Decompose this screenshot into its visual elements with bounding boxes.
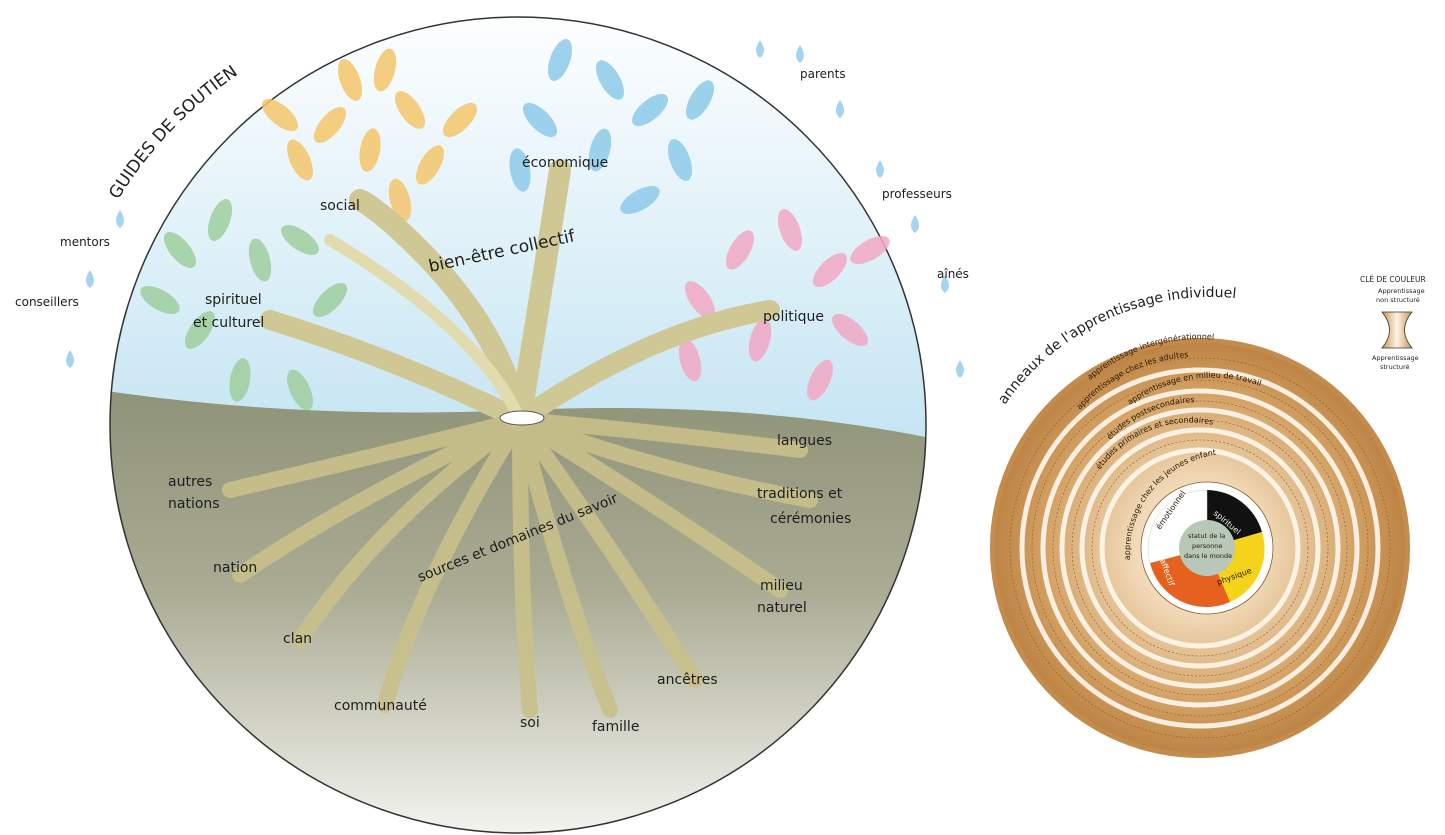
label-clan: clan bbox=[283, 631, 312, 647]
label-langues: langues bbox=[777, 433, 832, 449]
ring-bands bbox=[1019, 367, 1381, 729]
label-spirituel: spirituel bbox=[205, 292, 262, 308]
label-social: social bbox=[320, 198, 360, 214]
leaves-pink bbox=[678, 209, 890, 401]
label-nation: nation bbox=[213, 560, 257, 576]
label-economique: économique bbox=[522, 155, 608, 171]
center-label-2: personne bbox=[1192, 542, 1222, 550]
center-label-3: dans le monde bbox=[1184, 552, 1232, 560]
key-top-line-1: Apprentissage bbox=[1378, 287, 1425, 295]
key-bottom-line-1: Apprentissage bbox=[1372, 354, 1419, 362]
center-label-1: statut de la bbox=[1188, 532, 1225, 540]
raindrops bbox=[66, 40, 964, 378]
tree-roots bbox=[222, 412, 818, 718]
label-politique: politique bbox=[763, 309, 824, 325]
label-communaute: communauté bbox=[334, 698, 427, 714]
tree-diagram: GUIDES DE SOUTIEN parents professeurs aî… bbox=[15, 16, 969, 834]
key-bottom-line-2: structuré bbox=[1380, 363, 1410, 371]
leaves-blue bbox=[509, 39, 714, 214]
label-aines: aînés bbox=[937, 267, 969, 281]
label-professeurs: professeurs bbox=[882, 187, 952, 201]
label-et-culturel: et culturel bbox=[193, 315, 264, 331]
leaves-green bbox=[140, 199, 348, 411]
outer-circle bbox=[109, 16, 927, 834]
tree-base-emblem bbox=[499, 410, 545, 426]
label-parents: parents bbox=[800, 67, 846, 81]
tree-branches bbox=[260, 159, 780, 431]
label-soi: soi bbox=[520, 715, 540, 731]
label-conseillers: conseillers bbox=[15, 295, 79, 309]
leaves-yellow bbox=[261, 48, 478, 222]
label-autres: autres bbox=[168, 474, 212, 490]
center-disc bbox=[1179, 520, 1235, 576]
color-key: CLÉ DE COULEUR Apprentissage non structu… bbox=[1360, 275, 1426, 371]
label-naturel: naturel bbox=[757, 600, 807, 616]
key-top-line-2: non structuré bbox=[1376, 296, 1420, 304]
key-hourglass bbox=[1381, 311, 1413, 349]
label-traditions: traditions et bbox=[757, 486, 843, 502]
label-ceremonies: cérémonies bbox=[770, 511, 851, 527]
label-mentors: mentors bbox=[60, 235, 110, 249]
label-famille: famille bbox=[592, 719, 639, 735]
label-nations: nations bbox=[168, 496, 220, 512]
label-ancetres: ancêtres bbox=[657, 672, 718, 688]
key-title: CLÉ DE COULEUR bbox=[1360, 275, 1426, 284]
label-milieu: milieu bbox=[760, 578, 803, 594]
